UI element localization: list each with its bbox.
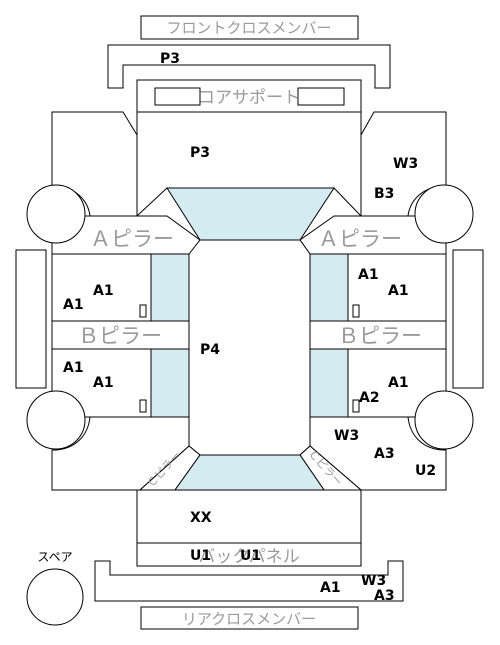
spare-tire[interactable]: [26, 568, 84, 626]
rear-door-glass-left[interactable]: [150, 348, 190, 418]
rear-cross-member-label: リアクロスメンバー: [182, 610, 316, 628]
front-door-glass-right[interactable]: [309, 253, 349, 322]
b-pillar-left-label: Ｂピラー: [78, 324, 162, 348]
code-w3-bumper: W3: [361, 573, 386, 589]
rear-window[interactable]: [174, 454, 325, 491]
code-xx-trunk: XX: [190, 510, 212, 526]
door-handle-fl[interactable]: [139, 304, 147, 318]
trunk-lid[interactable]: [136, 489, 362, 544]
code-a1-rr: A1: [388, 375, 409, 391]
b-pillar-right[interactable]: [309, 320, 447, 350]
door-handle-fr[interactable]: [352, 304, 360, 318]
code-a3-bumper: A3: [374, 588, 395, 604]
door-handle-rr[interactable]: [352, 399, 360, 413]
code-p3-front: P3: [160, 51, 180, 67]
a-pillar-left-label: Ａピラー: [90, 227, 174, 251]
rear-quarter-right[interactable]: [309, 416, 447, 491]
side-sill-left[interactable]: [15, 249, 47, 389]
front-door-left[interactable]: [51, 253, 152, 322]
front-cross-member-box[interactable]: [140, 15, 359, 40]
code-w3-front-right: W3: [393, 156, 418, 172]
b-pillar-right-label: Ｂピラー: [338, 324, 422, 348]
back-panel[interactable]: [136, 542, 362, 567]
code-a1-fl-1: A1: [93, 283, 114, 299]
rear-door-glass-right[interactable]: [309, 348, 349, 418]
code-a1-rl-2: A1: [93, 375, 114, 391]
code-p4-roof: P4: [200, 342, 220, 358]
code-a2-rr: A2: [359, 390, 380, 406]
rear-door-right[interactable]: [347, 348, 447, 418]
door-handle-rl[interactable]: [139, 399, 147, 413]
code-p3-hood: P3: [190, 145, 210, 161]
front-cross-member-label: フロントクロスメンバー: [166, 19, 331, 37]
side-sill-right[interactable]: [452, 249, 484, 389]
tire-rear-right[interactable]: [414, 390, 474, 450]
code-a1-bumper: A1: [320, 580, 341, 596]
headlight-right[interactable]: [297, 87, 345, 106]
front-door-right[interactable]: [347, 253, 447, 322]
spare-label: スペア: [37, 550, 72, 564]
back-panel-label: バックパネル: [198, 547, 299, 567]
rear-cross-member-box[interactable]: [140, 606, 359, 630]
code-a3-rear-right: A3: [374, 446, 395, 462]
tire-front-right[interactable]: [414, 184, 474, 244]
code-u1-back-1: U1: [190, 548, 211, 564]
b-pillar-left[interactable]: [51, 320, 190, 350]
code-a1-fl-2: A1: [63, 297, 84, 313]
front-door-glass-left[interactable]: [150, 253, 190, 322]
code-a1-fr-1: A1: [358, 267, 379, 283]
code-a1-fr-2: A1: [388, 283, 409, 299]
rear-bumper[interactable]: [94, 560, 404, 602]
windshield[interactable]: [166, 187, 335, 241]
tire-rear-left[interactable]: [26, 390, 86, 450]
code-a1-rl-1: A1: [63, 360, 84, 376]
tire-front-left[interactable]: [26, 184, 86, 244]
front-bumper[interactable]: [107, 44, 391, 89]
code-b3-front-right: B3: [374, 186, 394, 202]
a-pillar-right-label: Ａピラー: [318, 227, 402, 251]
code-u1-back-2: U1: [240, 548, 261, 564]
core-support-label: コアサポート: [198, 88, 300, 108]
code-u2-rear-right: U2: [415, 463, 436, 479]
headlight-left[interactable]: [154, 87, 201, 106]
code-w3-rear-right: W3: [334, 428, 359, 444]
